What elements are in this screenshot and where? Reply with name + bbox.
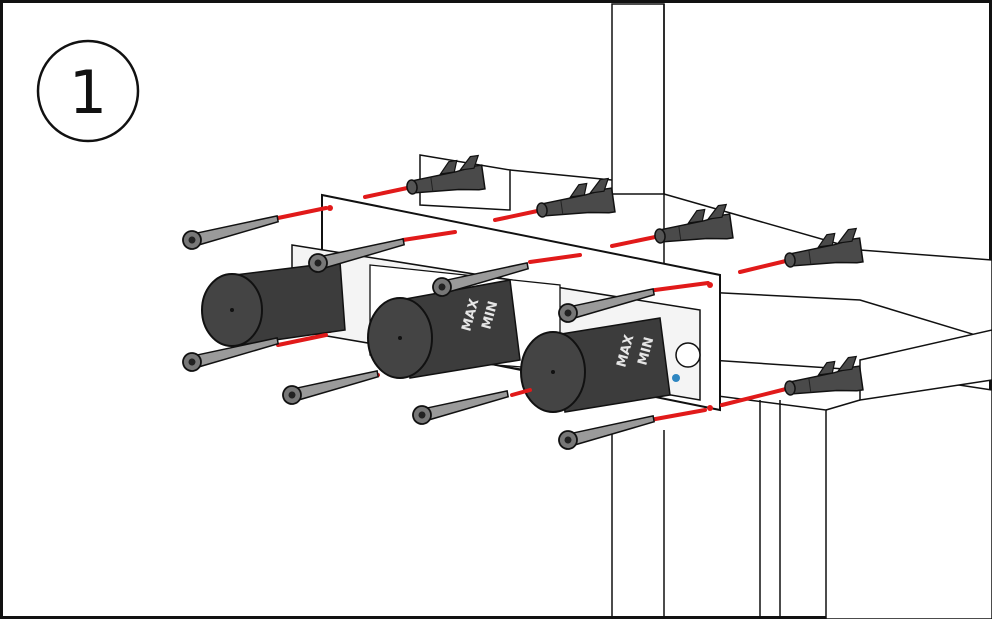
thermostatic-knob-2: MAX MIN: [520, 317, 671, 413]
knob-2-min-label: MIN: [635, 335, 657, 367]
knob-1-min-label: MIN: [479, 299, 501, 331]
thermostatic-knob-1: MAX MIN: [367, 279, 521, 379]
step-number: 1: [69, 58, 107, 128]
drill-guide-lines: [276, 185, 792, 422]
step-badge: 1: [36, 39, 140, 143]
blue-indicator-dot: [672, 374, 680, 382]
cover-cap: [201, 261, 346, 347]
